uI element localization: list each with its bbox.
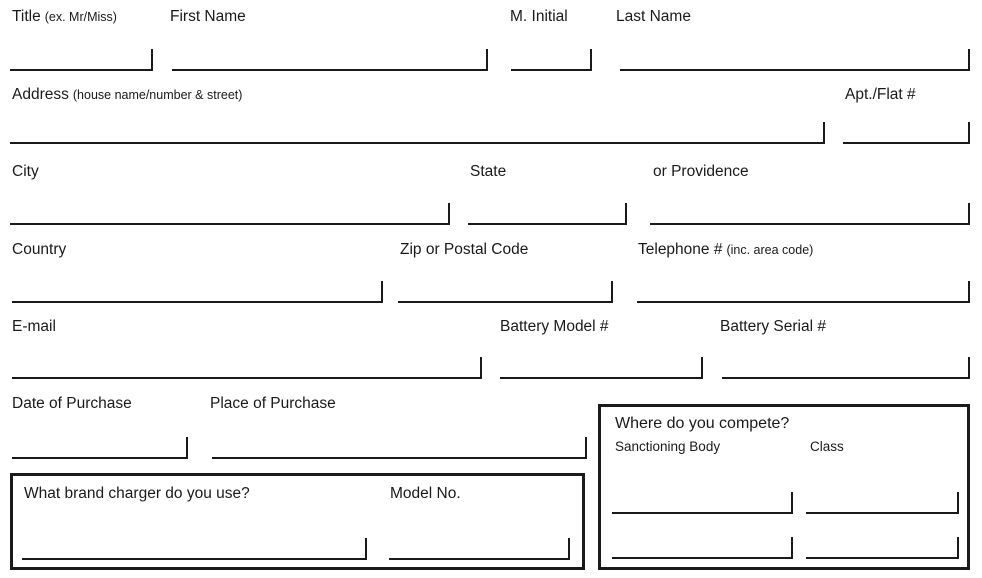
title-label-text: Title	[12, 8, 41, 25]
email-field-line[interactable]	[12, 357, 482, 379]
model-no-label: Model No.	[390, 485, 461, 502]
battery-serial-field-line[interactable]	[722, 357, 970, 379]
charger-box: What brand charger do you use? Model No.	[10, 473, 585, 570]
country-field-line[interactable]	[12, 281, 383, 303]
zip-field-line[interactable]	[398, 281, 613, 303]
model-no-field-line[interactable]	[389, 538, 570, 560]
sanctioning-body-label: Sanctioning Body	[615, 439, 721, 454]
class-field-line-2[interactable]	[806, 537, 959, 559]
email-label: E-mail	[12, 318, 56, 335]
charger-brand-field-line[interactable]	[22, 538, 367, 560]
telephone-hint: (inc. area code)	[726, 243, 814, 257]
place-of-purchase-label: Place of Purchase	[210, 395, 336, 412]
class-label: Class	[810, 439, 844, 454]
city-label: City	[12, 163, 39, 180]
m-initial-field-line[interactable]	[511, 49, 592, 71]
class-field-line-1[interactable]	[806, 492, 959, 514]
telephone-field-line[interactable]	[637, 281, 970, 303]
date-of-purchase-field-line[interactable]	[12, 437, 188, 459]
charger-question-label: What brand charger do you use?	[24, 485, 250, 502]
title-label: Title(ex. Mr/Miss)	[12, 7, 117, 27]
battery-model-label: Battery Model #	[500, 318, 609, 335]
first-name-field-line[interactable]	[172, 49, 488, 71]
place-of-purchase-field-line[interactable]	[212, 437, 587, 459]
zip-label: Zip or Postal Code	[400, 241, 529, 258]
title-field-line[interactable]	[10, 49, 153, 71]
address-field-line[interactable]	[10, 122, 825, 144]
address-label: Address(house name/number & street)	[12, 85, 242, 105]
country-label: Country	[12, 241, 67, 258]
telephone-label-text: Telephone #	[638, 241, 723, 258]
providence-field-line[interactable]	[650, 203, 970, 225]
compete-box: Where do you compete? Sanctioning Body C…	[598, 404, 970, 570]
city-field-line[interactable]	[10, 203, 450, 225]
last-name-label: Last Name	[616, 8, 691, 25]
compete-box-title: Where do you compete?	[615, 415, 790, 432]
telephone-label: Telephone #(inc. area code)	[638, 240, 813, 260]
battery-serial-label: Battery Serial #	[720, 318, 826, 335]
sanctioning-body-field-line-1[interactable]	[612, 492, 793, 514]
m-initial-label: M. Initial	[510, 8, 568, 25]
last-name-field-line[interactable]	[620, 49, 970, 71]
state-field-line[interactable]	[468, 203, 627, 225]
address-hint: (house name/number & street)	[72, 88, 243, 102]
battery-model-field-line[interactable]	[500, 357, 703, 379]
address-label-text: Address	[12, 86, 69, 103]
date-of-purchase-label: Date of Purchase	[12, 395, 132, 412]
sanctioning-body-field-line-2[interactable]	[612, 537, 793, 559]
apt-flat-field-line[interactable]	[843, 122, 970, 144]
title-hint: (ex. Mr/Miss)	[44, 10, 117, 24]
first-name-label: First Name	[170, 8, 246, 25]
or-providence-label: or Providence	[653, 163, 749, 180]
apt-flat-label: Apt./Flat #	[845, 86, 916, 103]
state-label: State	[470, 163, 507, 180]
